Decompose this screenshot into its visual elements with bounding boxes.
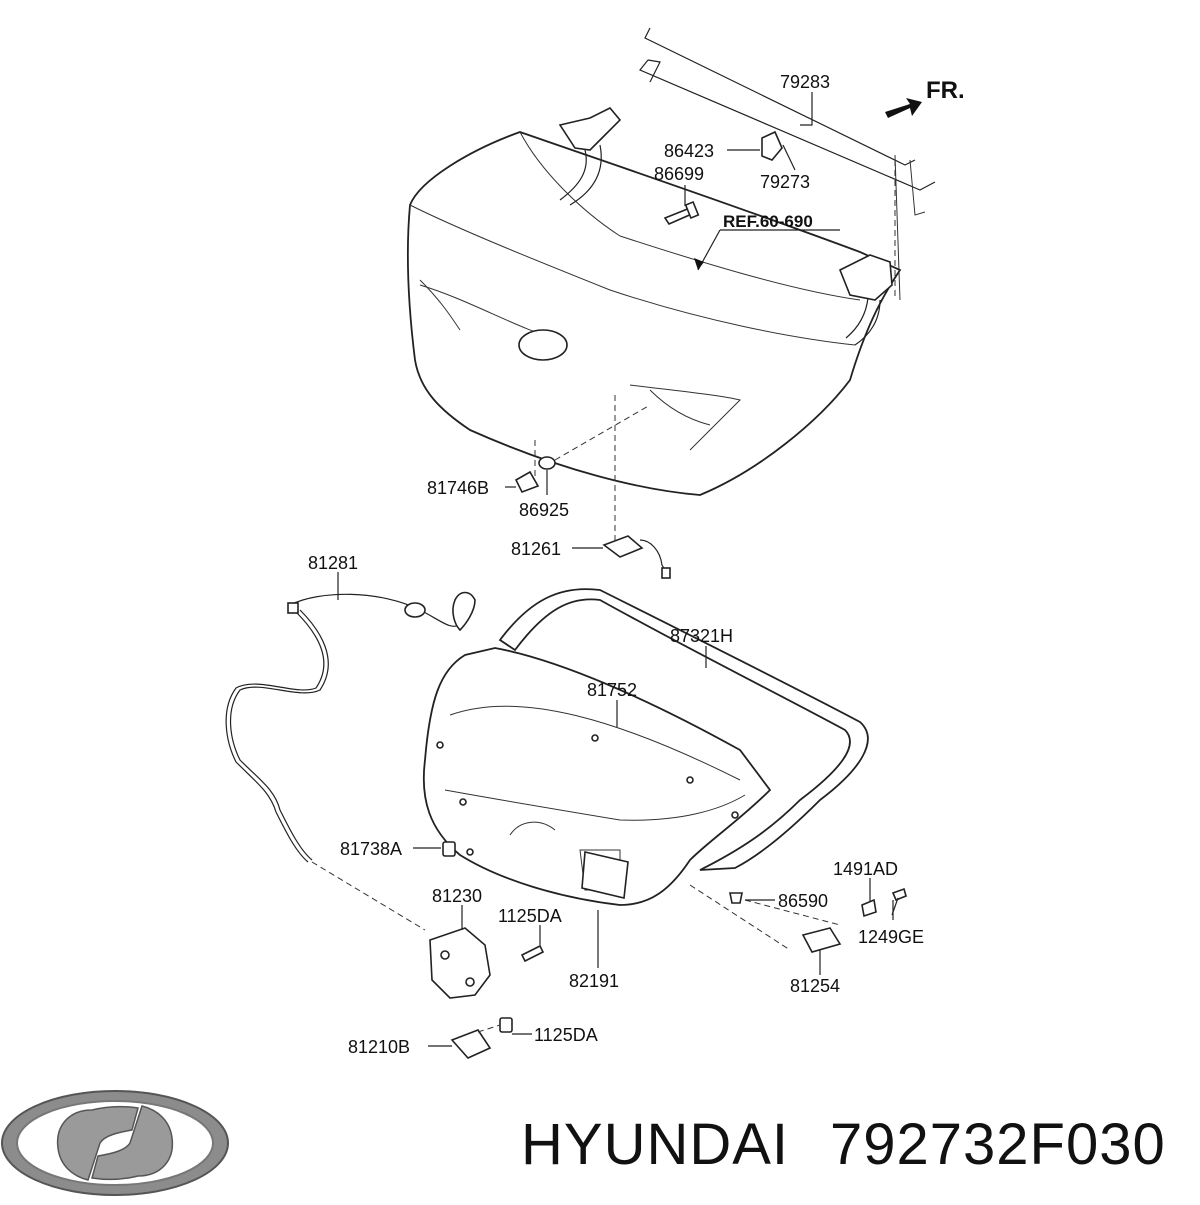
latch-81230 [429, 927, 491, 999]
emblem-oval [518, 329, 568, 361]
label-79283: 79283 [780, 72, 830, 92]
weatherstrip-87321H [498, 588, 869, 871]
nut-1491AD [861, 898, 877, 918]
label-81254: 81254 [790, 976, 840, 996]
bumper-81738A [442, 841, 456, 857]
label-ref: REF.60-690 [723, 212, 813, 231]
label-79273: 79273 [760, 172, 810, 192]
label-86590: 86590 [778, 891, 828, 911]
caption-part-number: 792732F030 [830, 1112, 1166, 1177]
trunk-lid-panel [407, 131, 902, 496]
hinge-right [838, 254, 893, 346]
clip-86590 [729, 892, 743, 904]
label-86423: 86423 [664, 141, 714, 161]
label-82191: 82191 [569, 971, 619, 991]
striker-81210B [450, 1029, 492, 1059]
label-81752: 81752 [587, 680, 637, 700]
callouts: 79283 86423 79273 86699 REF.60-690 81746… [308, 72, 924, 1057]
label-1249GE: 1249GE [858, 927, 924, 947]
bracket-86423 [761, 130, 783, 161]
trunk-inner-panel [422, 647, 772, 906]
label-1125DA-a: 1125DA [498, 906, 562, 926]
direction-label: FR. [926, 77, 965, 104]
label-81746B: 81746B [427, 478, 489, 498]
label-87321H: 87321H [670, 626, 733, 646]
hyundai-logo-icon [1, 1090, 229, 1196]
label-1125DA-b: 1125DA [534, 1025, 598, 1045]
screw-1249GE [891, 887, 907, 916]
label-81261: 81261 [511, 539, 561, 559]
release-cable-81281 [225, 591, 476, 863]
handle-82191-area [581, 851, 629, 899]
bolt-1125DA-b [499, 1017, 513, 1033]
label-1491AD: 1491AD [833, 859, 898, 879]
label-81210B: 81210B [348, 1037, 410, 1057]
label-86699: 86699 [654, 164, 704, 184]
bolt-1125DA-a [520, 944, 545, 963]
switch-81254 [801, 927, 842, 953]
hinge-left [558, 107, 622, 206]
label-86925: 86925 [519, 500, 569, 520]
caption-brand: HYUNDAI [521, 1112, 789, 1177]
front-arrow-icon [885, 98, 922, 118]
lamp-81261 [602, 535, 671, 579]
label-81230: 81230 [432, 886, 482, 906]
label-81281: 81281 [308, 553, 358, 573]
torsion-bars [639, 27, 936, 301]
plug-86925 [538, 456, 556, 470]
bumper-81746B [514, 470, 540, 494]
bolt-86699 [663, 200, 700, 226]
label-81738A: 81738A [340, 839, 402, 859]
